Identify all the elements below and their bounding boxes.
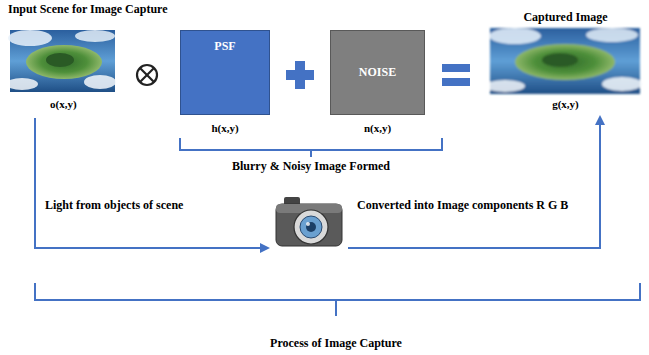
capture-connector [35,117,600,248]
plus-symbol [286,61,314,89]
box-label: PSF [141,39,309,53]
node-symbol: h(x,y) [141,122,309,135]
node-symbol: o(x,y) [50,98,77,111]
captured-node: Captured Imageg(x,y) [488,2,643,116]
annotation-label: Converted into Image components R G B [357,198,568,212]
annotation-label: Light from objects of scene [45,198,183,212]
connector-line [35,118,268,248]
process-box: PSFh(x,y) [180,30,270,115]
node-symbol: g(x,y) [448,98,649,111]
convolution-symbol [137,65,157,85]
camera-icon [276,197,342,246]
node-heading: Input Scene for Image Capture [8,2,168,16]
scene-picture [6,30,116,92]
bracket [180,138,442,157]
box-label: NOISE [291,65,464,79]
annotation-label: Process of Image Capture [186,336,486,350]
bracket [35,283,640,316]
captured-picture [485,28,642,94]
connector-line [348,117,600,248]
scene-node: Input Scene for Image Capture o(x,y) [8,2,193,116]
process-box: NOISEn(x,y) [330,30,425,115]
node-symbol: n(x,y) [291,122,464,135]
annotation-label: Blurry & Noisy Image Formed [180,159,442,173]
equals-symbol [442,64,470,86]
node-heading: Captured Image [448,10,649,24]
